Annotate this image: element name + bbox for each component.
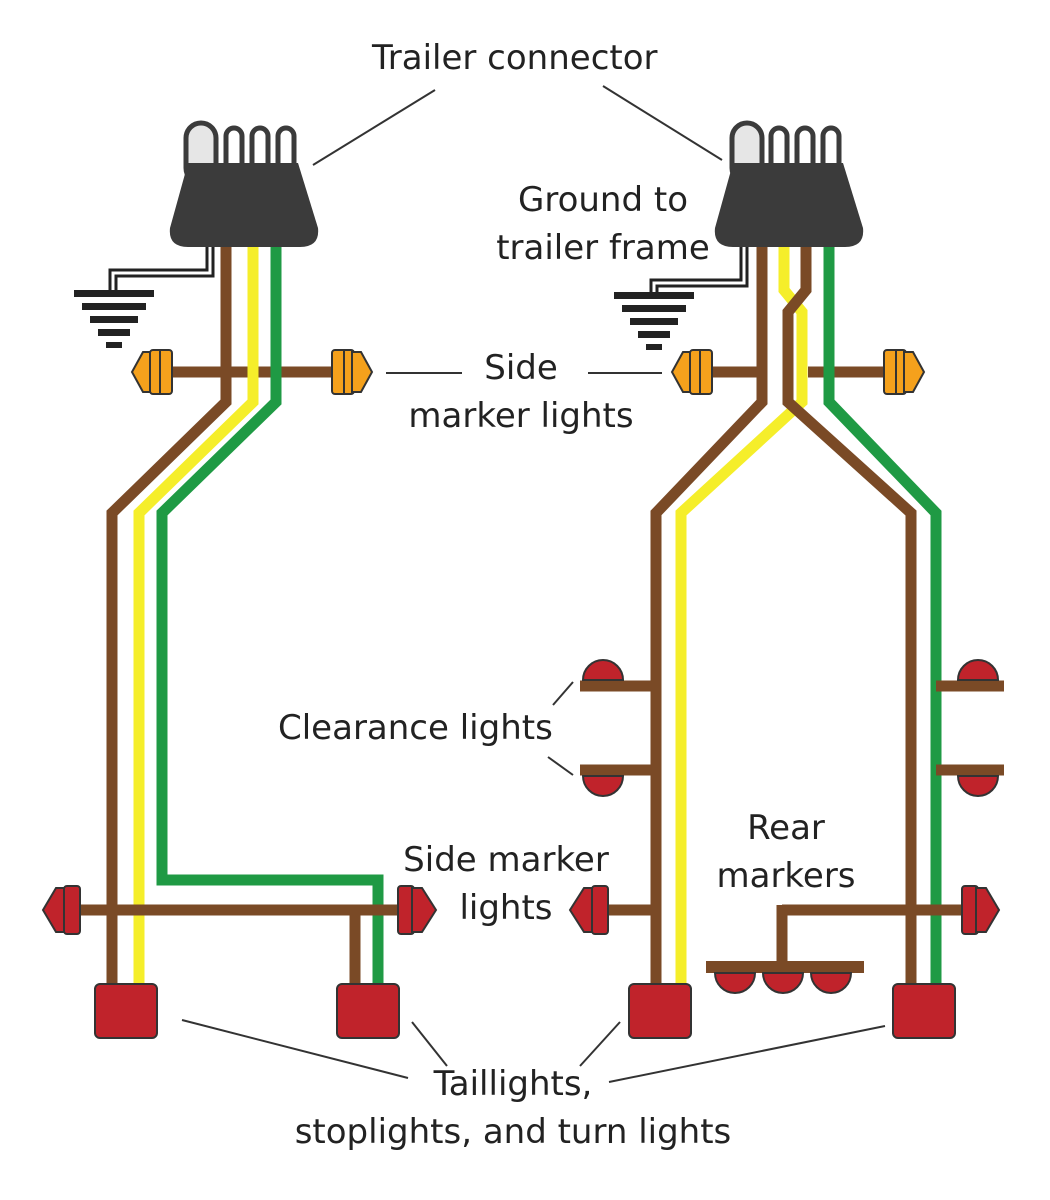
taillights-label-line2: stoplights, and turn lights bbox=[294, 1112, 732, 1152]
left-taillight-left-icon bbox=[94, 983, 158, 1039]
right-wire-harness bbox=[650, 247, 942, 985]
rear-markers-label-line2: markers bbox=[716, 856, 856, 896]
left-bottom-side-marker-left-icon bbox=[41, 885, 81, 935]
left-wire-harness bbox=[106, 247, 384, 985]
bottom-side-marker-label-line2: lights bbox=[459, 888, 553, 928]
left-ground-wire bbox=[108, 247, 215, 290]
right-top-side-marker-right-icon bbox=[883, 349, 926, 395]
right-clearance-light-3-icon bbox=[956, 659, 1000, 681]
right-clearance-light-1-icon bbox=[581, 659, 625, 681]
top-side-marker-lights-label: Side marker lights bbox=[396, 344, 646, 440]
left-top-side-marker-right-icon bbox=[331, 349, 374, 395]
right-trailer-diagram bbox=[568, 120, 1004, 1039]
right-top-side-marker-left-icon bbox=[670, 349, 713, 395]
right-trailer-connector-icon bbox=[714, 120, 864, 247]
top-side-marker-label-line1: Side bbox=[484, 348, 558, 388]
rear-markers-label: Rear markers bbox=[704, 804, 868, 900]
top-side-marker-label-line2: marker lights bbox=[408, 396, 634, 436]
leader-lines bbox=[181, 85, 886, 1083]
left-bottom-side-marker-right-icon bbox=[397, 885, 438, 935]
clearance-lights-label: Clearance lights bbox=[278, 708, 553, 748]
left-ground-icon bbox=[74, 290, 154, 348]
ground-label-line2: trailer frame bbox=[496, 228, 710, 268]
left-taillight-right-icon bbox=[336, 983, 400, 1039]
right-clearance-wires bbox=[580, 680, 1004, 776]
right-bottom-side-marker-wires bbox=[605, 904, 968, 968]
bottom-side-marker-lights-label: Side marker lights bbox=[398, 836, 614, 932]
right-bottom-side-marker-left-icon bbox=[568, 885, 609, 935]
rear-markers-icon bbox=[706, 961, 864, 994]
left-top-side-marker-left-icon bbox=[130, 349, 173, 395]
taillights-label: Taillights, stoplights, and turn lights bbox=[276, 1060, 750, 1156]
right-clearance-light-2-icon bbox=[581, 775, 625, 797]
right-ground-wire bbox=[649, 247, 749, 292]
bottom-side-marker-label-line1: Side marker bbox=[403, 840, 609, 880]
rear-markers-label-line1: Rear bbox=[747, 808, 825, 848]
right-bottom-side-marker-right-icon bbox=[961, 885, 1001, 935]
ground-label-line1: Ground to bbox=[518, 180, 688, 220]
left-trailer-diagram bbox=[41, 120, 438, 1039]
right-taillight-left-icon bbox=[628, 983, 692, 1039]
left-bottom-branch-wires bbox=[76, 904, 402, 985]
ground-to-trailer-frame-label: Ground to trailer frame bbox=[492, 176, 714, 272]
trailer-connector-label: Trailer connector bbox=[372, 38, 658, 78]
right-ground-icon bbox=[614, 292, 694, 350]
left-trailer-connector-icon bbox=[169, 120, 319, 247]
taillights-label-line1: Taillights, bbox=[433, 1064, 593, 1104]
right-taillight-right-icon bbox=[892, 983, 956, 1039]
right-clearance-light-4-icon bbox=[956, 775, 1000, 797]
